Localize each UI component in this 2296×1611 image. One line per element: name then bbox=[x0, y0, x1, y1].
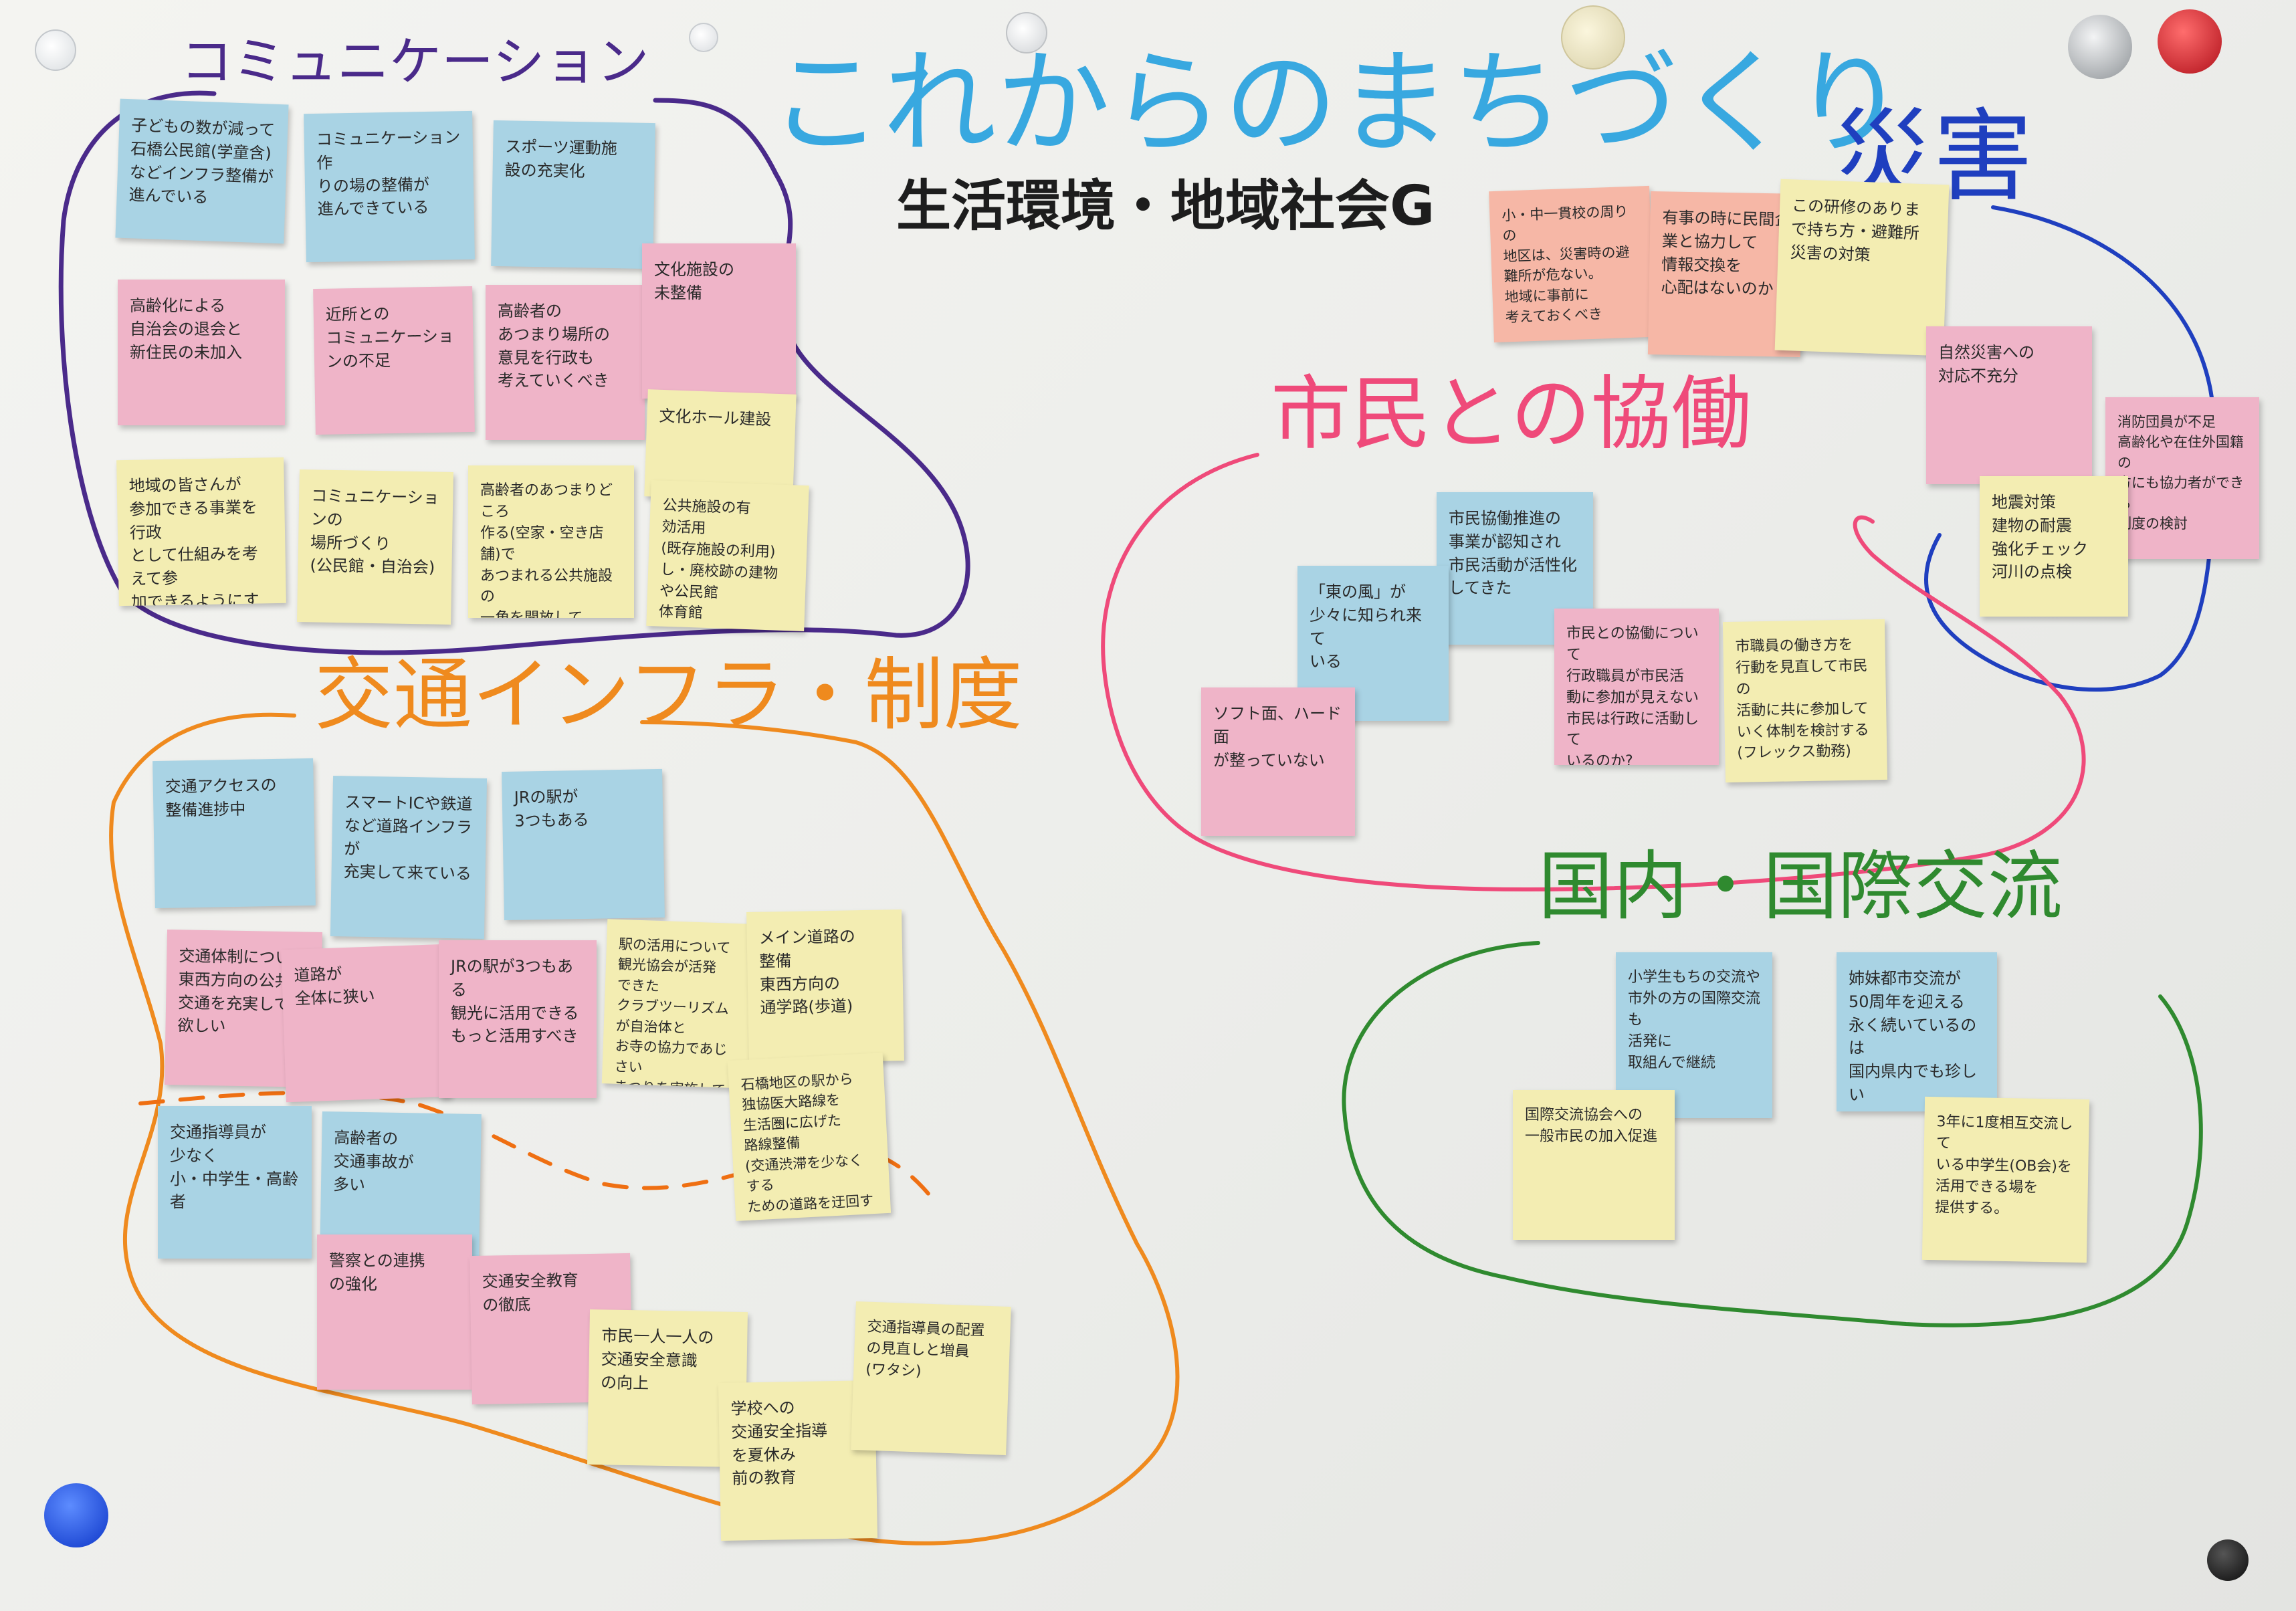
sticky-note: 地域の皆さんが 参加できる事業を行政 として仕組みを考えて参 加できるようにする bbox=[116, 457, 286, 607]
sticky-note: 文化施設の 未整備 bbox=[642, 243, 796, 399]
sticky-note: JRの駅が 3つもある bbox=[502, 768, 665, 921]
sticky-note: 近所との コミュニケーショ ンの不足 bbox=[313, 286, 475, 435]
board-title: これからのまちづくり bbox=[769, 37, 1907, 170]
group-label-exchange: 国内・国際交流 bbox=[1538, 843, 2063, 930]
group-label-transport: 交通インフラ・制度 bbox=[314, 649, 1023, 741]
sticky-note: 交通アクセスの 整備進捗中 bbox=[152, 758, 316, 909]
sticky-note: 高齢者のあつまりどころ 作る(空家・空き店舗)で あつまれる公共施設の 一角を開… bbox=[468, 465, 634, 618]
sticky-note: 道路が 全体に狭い bbox=[281, 944, 451, 1103]
board-subtitle: 生活環境・地域社会G bbox=[896, 175, 1435, 238]
group-label-cooperation: 市民との協働 bbox=[1271, 368, 1752, 461]
sticky-note: メイン道路の 整備 東西方向の 通学路(歩道) bbox=[746, 909, 904, 1064]
sticky-note: コミュニケーションの 場所づくり (公民館・自治会) bbox=[297, 469, 453, 625]
sticky-note: 交通指導員の配置 の見直しと増員 (ワタシ) bbox=[851, 1301, 1011, 1455]
disaster-loop bbox=[1924, 205, 2216, 692]
sticky-note: 市民協働推進の 事業が認知され 市民活動が活性化 してきた bbox=[1437, 492, 1593, 645]
sticky-note: 高齢化による 自治会の退会と 新住民の未加入 bbox=[118, 280, 285, 425]
sticky-note: 市民との協働について 行政職員が市民活 動に参加が見えない 市民は行政に活動して… bbox=[1554, 609, 1719, 765]
sticky-note: 姉妹都市交流が 50周年を迎える 永く続いているのは 国内県内でも珍しい bbox=[1837, 952, 1997, 1111]
sticky-note: コミュニケーション作 りの場の整備が 進んできている bbox=[304, 110, 475, 263]
sticky-note: 交通指導員が 少なく 小・中学生・高齢者 bbox=[158, 1106, 312, 1259]
group-label-communication: コミュニケーション bbox=[181, 32, 649, 92]
magnet-top-left-2 bbox=[689, 23, 718, 52]
magnet-bottom-left-blue bbox=[44, 1483, 108, 1547]
magnet-top-left bbox=[35, 29, 76, 71]
sticky-note: この研修のありま で持ち方・避難所 災害の対策 bbox=[1774, 179, 1950, 356]
sticky-note: 小・中一貫校の周りの 地区は、災害時の避 難所が危ない。 地域に事前に 考えてお… bbox=[1489, 185, 1655, 343]
magnet-top-center-white bbox=[1006, 12, 1047, 53]
sticky-note: 地震対策 建物の耐震 強化チェック 河川の点検 bbox=[1980, 476, 2128, 617]
sticky-note: 公共施設の有 効活用 (既存施設の利用) し・廃校跡の建物 や公民館 体育館 bbox=[646, 479, 809, 632]
sticky-note: 高齢者の あつまり場所の 意見を行政も 考えていくべき bbox=[486, 285, 645, 440]
sticky-note: 子どもの数が減って 石橋公民館(学童含) などインフラ整備が 進んでいる bbox=[115, 98, 289, 244]
magnet-top-center-cream bbox=[1561, 5, 1625, 70]
sticky-note: スポーツ運動施 設の充実化 bbox=[491, 120, 655, 270]
sticky-note: 警察との連携 の強化 bbox=[317, 1234, 472, 1390]
sticky-note: 消防団員が不足 高齢化や在住外国籍の 方にも協力者ができる 制度の検討 bbox=[2105, 397, 2259, 559]
cooperation-loop bbox=[1101, 453, 2086, 892]
sticky-note: 自然災害への 対応不充分 bbox=[1926, 326, 2092, 484]
magnet-top-right-grey bbox=[2068, 15, 2132, 79]
magnet-top-right-red bbox=[2158, 9, 2222, 74]
sticky-note: 石橋地区の駅から 独協医大路線を 生活圏に広げた 路線整備 (交通渋滞を少なくす… bbox=[727, 1053, 892, 1221]
sticky-note: JRの駅が3つもある 観光に活用できる もっと活用すべき bbox=[439, 940, 597, 1098]
sticky-note: 市職員の働き方を 行動を見直して市民の 活動に共に参加して いく体制を検討する … bbox=[1722, 619, 1888, 783]
exchange-loop bbox=[1342, 941, 2203, 1327]
sticky-note: 3年に1度相互交流して いる中学生(OB会)を 活用できる場を 提供する。 bbox=[1921, 1096, 2090, 1263]
sticky-note: 国際交流協会への 一般市民の加入促進 bbox=[1513, 1090, 1675, 1240]
sticky-note: ソフト面、ハード面 が整っていない bbox=[1201, 687, 1355, 836]
magnet-bottom-right-black bbox=[2207, 1539, 2249, 1581]
sticky-note: スマートICや鉄道 など道路インフラが 充実して来ている bbox=[330, 776, 488, 939]
